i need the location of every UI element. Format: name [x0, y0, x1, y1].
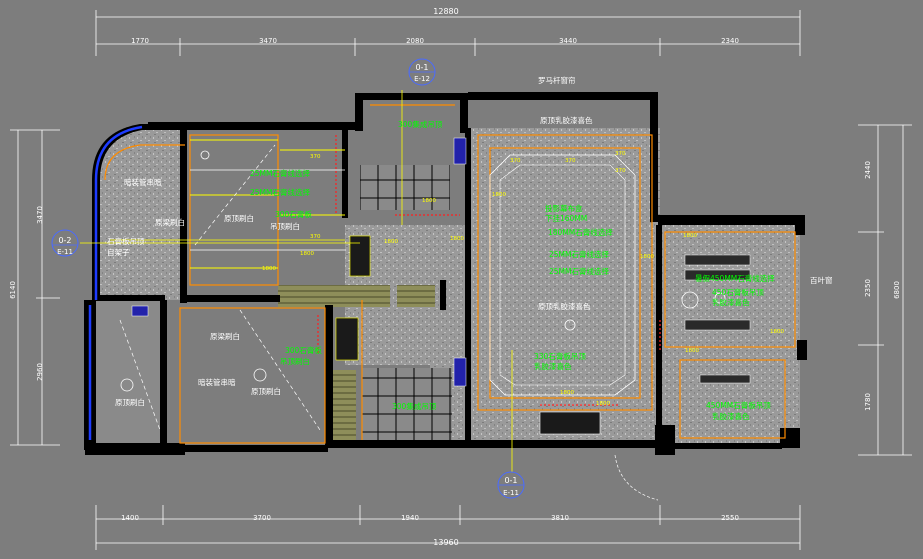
label-right-gypsum-4: 450MM石膏板吊顶	[706, 400, 771, 410]
label-right-gypsum-3: 乳胶漆喜色	[712, 297, 750, 307]
dimension-left	[10, 129, 60, 446]
dim-bottom-seg-3: 1940	[401, 514, 419, 522]
dim-bottom-total: 13960	[433, 538, 458, 547]
label-projector-size: 下挂160MM	[545, 213, 587, 223]
dimension-bottom	[95, 505, 801, 550]
label-insulated-pipe-top: 暗装管串暗	[124, 177, 162, 187]
dimension-right	[858, 124, 912, 456]
dim-left-seg-1: 3470	[36, 206, 44, 224]
dim-top-seg-4: 3440	[559, 37, 577, 45]
label-gypsum-line-4: 25MM石膏线选择	[549, 266, 609, 276]
floor-fills	[95, 128, 800, 448]
dim-bottom-seg-2: 3700	[253, 514, 271, 522]
elev-tag: 1800	[300, 251, 314, 257]
annotation-labels: 罗马杆窗帘 原顶乳胶漆喜色 300集成吊顶 25MM石膏线选择 25MM石膏线选…	[107, 75, 833, 421]
elev-tag: 370	[565, 158, 576, 164]
label-right-gypsum-2: 450石膏板吊顶	[712, 287, 764, 297]
label-ceiling-brush-bottom-left: 原顶刷白	[115, 397, 145, 407]
label-integrated-ceiling-top: 300集成吊顶	[398, 119, 443, 129]
gypsum-lines	[190, 139, 345, 269]
elev-tag: 370	[615, 151, 626, 157]
callout-0-2-left-number: 0-2	[58, 236, 71, 245]
red-edges	[317, 135, 661, 406]
callout-0-1-bottom-number: 0-1	[504, 476, 517, 485]
label-ceiling-brush-mid: 原顶刷白	[251, 386, 281, 396]
label-gypsum-board-bottom: 330石膏板吊顶	[534, 351, 586, 361]
label-gypsum-board-mid: 300石膏板	[285, 345, 322, 355]
dimension-top	[95, 10, 801, 56]
label-beam-brush-left: 原梁刷白	[155, 217, 185, 227]
dim-bottom-seg-4: 3810	[551, 514, 569, 522]
label-right-gypsum-1: 暑假450MM石膏线选择	[695, 273, 775, 283]
dim-top-seg-5: 2340	[721, 37, 739, 45]
dim-top-total: 12880	[433, 7, 458, 16]
label-gypsum-line-1: 25MM石膏线选择	[250, 168, 310, 178]
label-180mm-line: 180MM石膏线选择	[548, 227, 613, 237]
dim-left-seg-2: 2960	[36, 363, 44, 381]
elev-tag: 1800	[640, 254, 654, 260]
label-blinds: 百叶窗	[810, 275, 833, 285]
label-gypsum-board-bottom-2: 乳胶漆喜色	[534, 361, 572, 371]
dim-right-seg-1: 2440	[864, 161, 872, 179]
label-integrated-ceiling-bottom: 300集成吊顶	[392, 401, 437, 411]
label-roman-rod: 罗马杆窗帘	[538, 75, 576, 85]
label-gypsum-line-2: 25MM石膏线选择	[250, 187, 310, 197]
callout-0-1-top: 0-1 E-12	[408, 58, 436, 86]
dim-top-seg-3: 2080	[406, 37, 424, 45]
elev-tag: 370	[310, 234, 321, 240]
callout-0-1-top-sheet: E-12	[414, 75, 430, 83]
elev-tag: 1800	[683, 233, 697, 239]
callout-0-1-bottom: 0-1 E-11	[497, 471, 525, 499]
dim-left-total: 6140	[9, 281, 17, 299]
label-gypsum-line-3: 25MM石膏线选择	[549, 249, 609, 259]
callout-0-1-bottom-sheet: E-11	[503, 489, 519, 497]
dim-right-seg-2: 2350	[864, 279, 872, 297]
dim-right-seg-3: 1780	[864, 393, 872, 411]
elev-tag: 1800	[422, 198, 436, 204]
callout-0-1-top-number: 0-1	[415, 63, 428, 72]
elev-tag: 1800	[450, 236, 464, 242]
label-ceiling-paint-mid: 原顶乳胶漆喜色	[538, 301, 591, 311]
label-gypsum-board-left: 300石膏板	[275, 209, 312, 219]
label-gypsum-board-mid-2: 吊顶刷白	[280, 356, 310, 366]
dim-bottom-seg-5: 2550	[721, 514, 739, 522]
section-guide-lines	[80, 90, 513, 472]
label-gypsum-board-ceiling-2: 自架子	[107, 247, 130, 257]
white-detail-lines	[110, 144, 345, 431]
label-insulated-pipe-bottom: 暗装管串暗	[198, 377, 236, 387]
elev-tag: 370	[310, 154, 321, 160]
label-ceiling-paint-top: 原顶乳胶漆喜色	[540, 115, 593, 125]
label-ceiling-brush-board: 吊顶刷白	[270, 221, 300, 231]
label-beam-brush-mid: 原梁刷白	[210, 331, 240, 341]
window-glazing-left	[94, 125, 143, 300]
elevation-tags: 370 370 370 370 370 370 1800 1800 1800 1…	[262, 151, 784, 407]
elev-tag: 370	[615, 168, 626, 174]
label-ceiling-brush-left: 原顶刷白	[224, 213, 254, 223]
elev-tag: 1800	[770, 329, 784, 335]
elev-tag: 1800	[384, 239, 398, 245]
elev-tag: 1800	[492, 192, 506, 198]
fixtures	[120, 137, 751, 501]
ceiling-outlines	[104, 104, 796, 444]
dim-bottom-seg-1: 1400	[121, 514, 139, 522]
dim-top-seg-2: 3470	[259, 37, 277, 45]
elev-tag: 370	[510, 158, 521, 164]
label-right-gypsum-5: 乳胶漆喜色	[712, 411, 750, 421]
walls	[84, 92, 807, 455]
elev-tag: 1800	[685, 348, 699, 354]
elev-tag: 1800	[596, 401, 610, 407]
elev-tag: 1800	[262, 266, 276, 272]
dim-right-total: 6800	[893, 281, 901, 299]
elev-tag: 1800	[560, 390, 574, 396]
label-gypsum-board-ceiling: 石膏板吊顶	[107, 236, 145, 246]
label-projector-curtain: 投影幕布盒	[545, 203, 583, 213]
callout-0-2-left: 0-2 E-11	[51, 229, 79, 257]
callout-0-2-left-sheet: E-11	[57, 248, 73, 256]
dim-top-seg-1: 1770	[131, 37, 149, 45]
